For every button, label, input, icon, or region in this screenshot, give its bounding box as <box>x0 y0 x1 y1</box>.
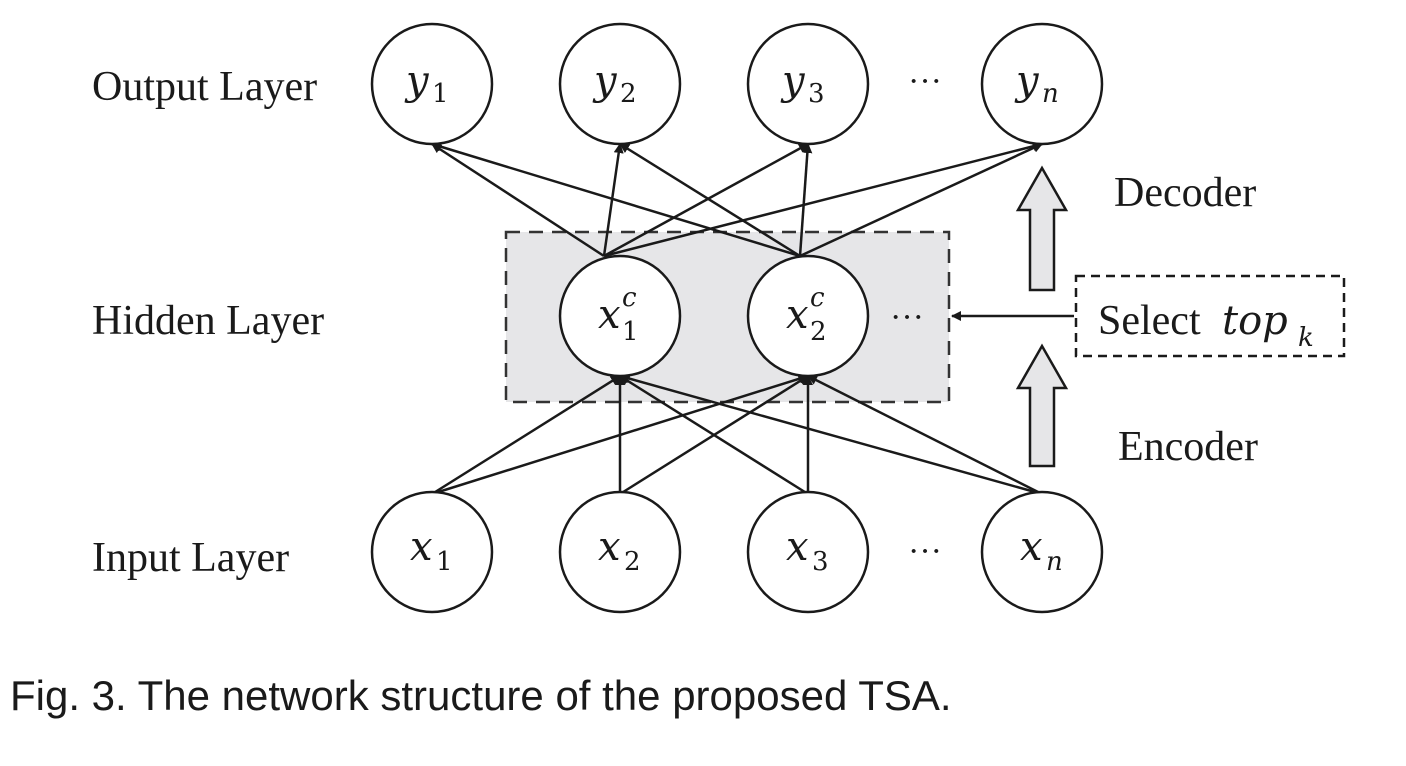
svg-text:2: 2 <box>620 79 637 109</box>
output-node-1: y 1 <box>370 22 494 146</box>
svg-text:x: x <box>786 524 809 570</box>
output-layer-label: Output Layer <box>92 64 317 110</box>
edge-input-3-to-hidden-1 <box>619 374 809 496</box>
select-var: top <box>1222 298 1288 344</box>
svg-text:x: x <box>598 524 621 570</box>
output-node-2: y 2 <box>558 22 682 146</box>
encoder-arrow <box>1015 343 1069 468</box>
svg-text:1: 1 <box>436 547 453 577</box>
input-layer-label: Input Layer <box>92 535 289 581</box>
edge-input-1-to-hidden-1 <box>431 374 621 496</box>
svg-text:y: y <box>592 58 618 104</box>
input-node-3: x 3 <box>746 490 870 614</box>
edge-hidden-1-to-output-3 <box>603 142 809 258</box>
figure-caption: Fig. 3. The network structure of the pro… <box>10 672 952 719</box>
input-node-2: x 2 <box>558 490 682 614</box>
svg-text:y: y <box>404 58 430 104</box>
edge-hidden-2-to-output-2 <box>619 142 801 258</box>
svg-text:2: 2 <box>810 317 827 347</box>
input-node-1: x 1 <box>370 490 494 614</box>
svg-text:1: 1 <box>432 79 449 109</box>
svg-text:3: 3 <box>812 547 829 577</box>
svg-text:y: y <box>780 58 806 104</box>
connections <box>431 141 1043 496</box>
edge-hidden-2-to-output-1 <box>431 141 801 258</box>
select-topk-box <box>1074 274 1346 358</box>
hidden-node-2: x c 2 <box>746 254 870 378</box>
output-ellipsis: ··· <box>908 63 942 100</box>
select-sub: k <box>1298 323 1314 353</box>
svg-text:c: c <box>810 283 825 313</box>
decoder-arrow <box>1015 165 1069 292</box>
edge-hidden-1-to-output-4 <box>603 141 1043 258</box>
decoder-label: Decoder <box>1114 170 1256 216</box>
svg-text:2: 2 <box>624 547 641 577</box>
svg-text:x: x <box>1020 524 1043 570</box>
select-label: Select <box>1098 298 1201 344</box>
svg-text:x: x <box>598 292 621 338</box>
edge-hidden-2-to-output-4 <box>799 142 1043 258</box>
edge-hidden-2-to-output-3 <box>798 143 813 257</box>
svg-text:x: x <box>786 292 809 338</box>
svg-text:3: 3 <box>808 79 825 109</box>
hidden-ellipsis: ··· <box>890 299 924 336</box>
hidden-node-1: x c 1 <box>558 254 682 378</box>
output-node-3: y 3 <box>746 22 870 146</box>
edge-hidden-1-to-output-1 <box>431 142 605 258</box>
svg-text:y: y <box>1014 58 1040 104</box>
input-node-n: x n <box>980 490 1104 614</box>
edge-input-4-to-hidden-1 <box>619 373 1043 496</box>
svg-text:x: x <box>410 524 433 570</box>
svg-text:1: 1 <box>622 317 639 347</box>
encoder-label: Encoder <box>1118 424 1258 470</box>
hidden-layer-label: Hidden Layer <box>92 298 324 344</box>
output-node-n: y n <box>980 22 1104 146</box>
svg-text:c: c <box>622 283 637 313</box>
svg-text:n: n <box>1046 547 1063 577</box>
svg-text:n: n <box>1042 79 1059 109</box>
input-ellipsis: ··· <box>908 533 942 570</box>
edge-input-4-to-hidden-2 <box>807 374 1043 496</box>
